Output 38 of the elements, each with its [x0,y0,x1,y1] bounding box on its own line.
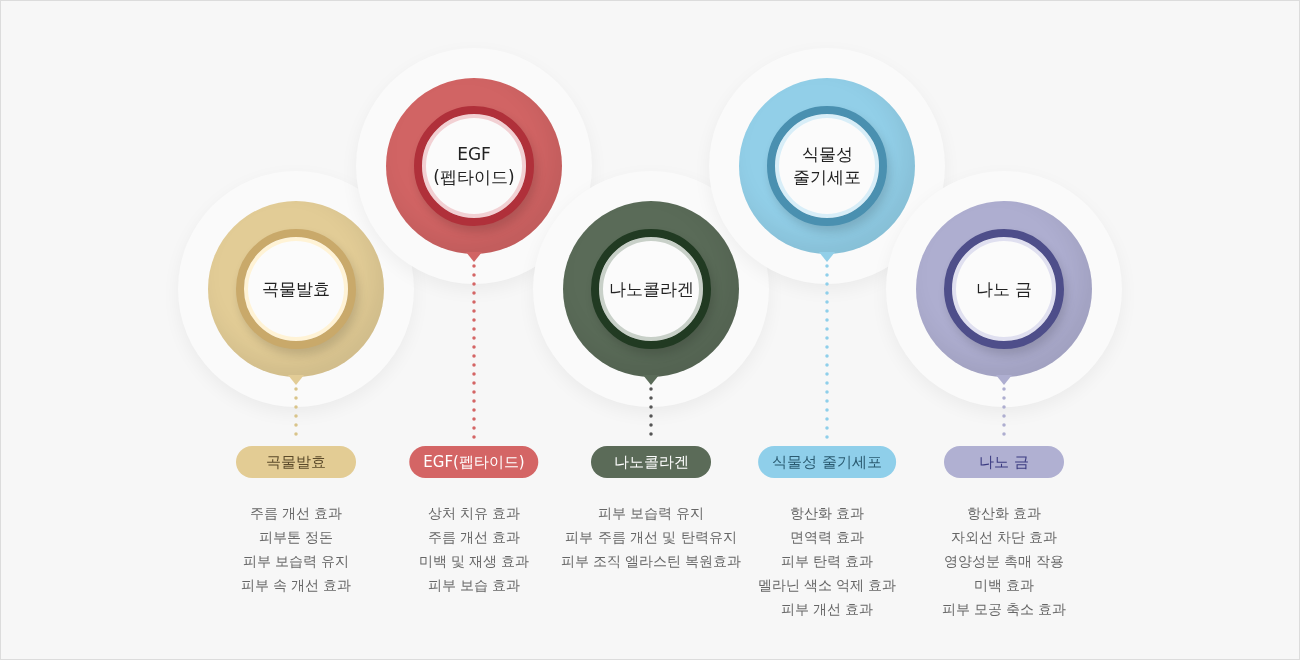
circle-badge [208,201,384,385]
benefit-text: 피부 주름 개선 및 탄력유지 [565,528,737,547]
benefit-text: 피부 보습력 유지 [242,552,350,571]
badge-label: EGF (펩타이드) [432,143,516,189]
category-pill: 나노콜라겐 [591,446,711,478]
benefit-text: 미백 효과 [973,576,1035,595]
dotted-connector [472,264,476,442]
badge-label: 식물성 줄기세포 [792,143,862,189]
category-pill: 나노 금 [944,446,1064,478]
circle-badge [386,78,562,262]
benefit-text: 주름 개선 효과 [249,504,343,523]
category-pill: EGF(펩타이드) [409,446,539,478]
benefit-text: 피부 개선 효과 [780,600,874,619]
circle-badge [739,78,915,262]
benefit-text: 자외선 차단 효과 [950,528,1058,547]
badge-label: 나노콜라겐 [607,277,695,301]
circle-badge [563,201,739,385]
benefit-text: 피부 모공 축소 효과 [941,600,1067,619]
benefit-text: 미백 및 재생 효과 [418,552,530,571]
benefit-text: 피부톤 정돈 [258,528,334,547]
benefit-text: 피부 속 개선 효과 [240,576,352,595]
benefit-text: 영양성분 촉매 작용 [943,552,1065,571]
benefit-text: 피부 조직 엘라스틴 복원효과 [560,552,742,571]
benefit-text: 피부 탄력 효과 [780,552,874,571]
benefit-text: 상처 치유 효과 [427,504,521,523]
benefit-text: 피부 보습력 유지 [597,504,705,523]
benefit-text: 멜라닌 색소 억제 효과 [757,576,897,595]
benefit-text: 주름 개선 효과 [427,528,521,547]
badge-label: 나노 금 [974,277,1034,301]
category-pill: 식물성 줄기세포 [758,446,896,478]
benefit-text: 항산화 효과 [966,504,1042,523]
category-pill: 곡물발효 [236,446,356,478]
dotted-connector [825,264,829,442]
benefit-text: 항산화 효과 [789,504,865,523]
benefit-text: 면역력 효과 [789,528,865,547]
badge-label: 곡물발효 [261,277,331,301]
circle-badge [916,201,1092,385]
benefit-text: 피부 보습 효과 [427,576,521,595]
